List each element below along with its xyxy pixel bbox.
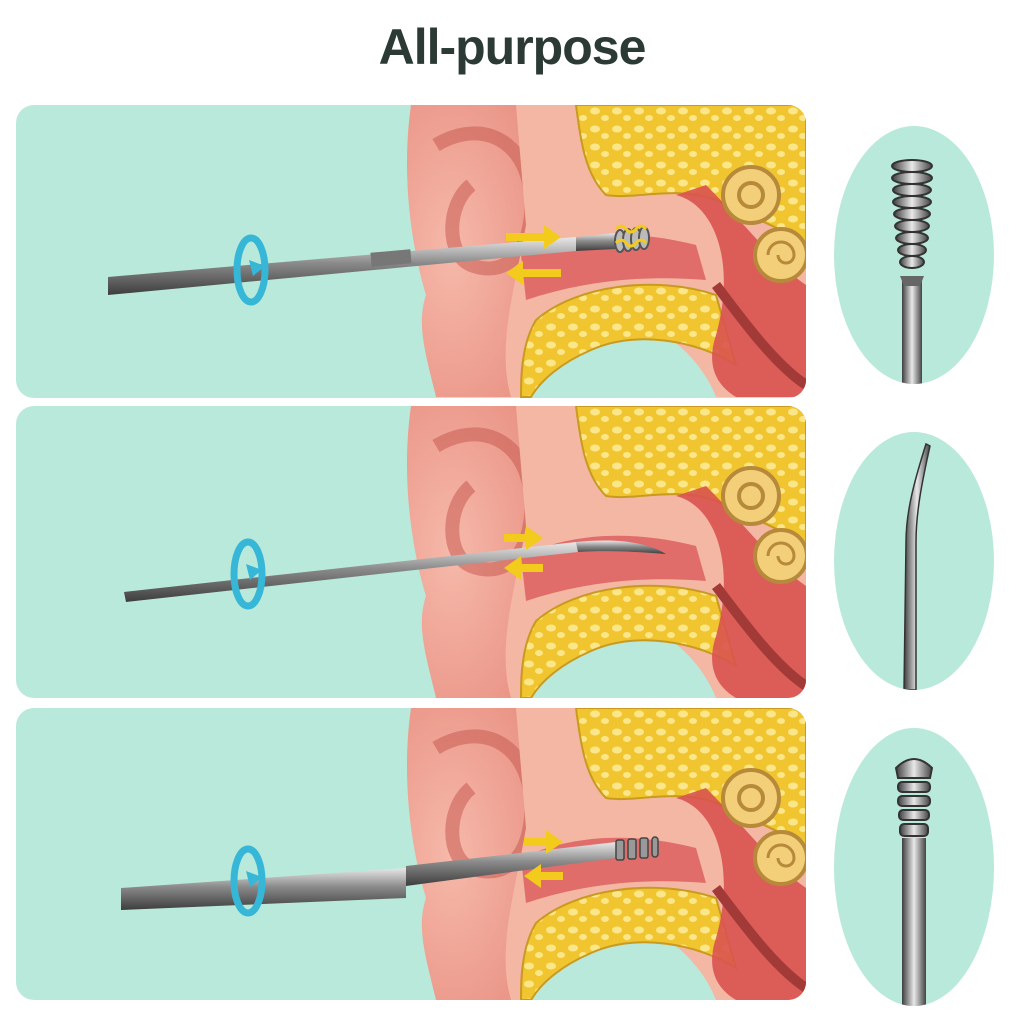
page-title: All-purpose bbox=[378, 19, 647, 75]
panel-grooved-tip bbox=[16, 708, 806, 1000]
panel-curved-tip bbox=[16, 406, 806, 698]
closeup-spiral-tip bbox=[834, 126, 994, 384]
closeup-grooved-tip bbox=[834, 728, 994, 1006]
ear-illustration bbox=[121, 708, 806, 1000]
curved-tip-closeup bbox=[903, 442, 931, 690]
rotate-icon bbox=[234, 542, 262, 606]
closeup-curved-tip bbox=[834, 432, 994, 690]
ear-illustration bbox=[108, 105, 806, 398]
spiral-tip-ear-pick bbox=[108, 224, 650, 295]
grooved-tip-closeup bbox=[894, 758, 934, 1006]
spiral-tip-closeup bbox=[891, 159, 933, 384]
ear-illustration bbox=[124, 406, 806, 698]
in-out-arrows bbox=[524, 830, 563, 888]
panel-spiral-tip bbox=[16, 105, 806, 398]
in-out-arrows bbox=[504, 526, 543, 580]
in-out-arrows bbox=[506, 225, 561, 285]
